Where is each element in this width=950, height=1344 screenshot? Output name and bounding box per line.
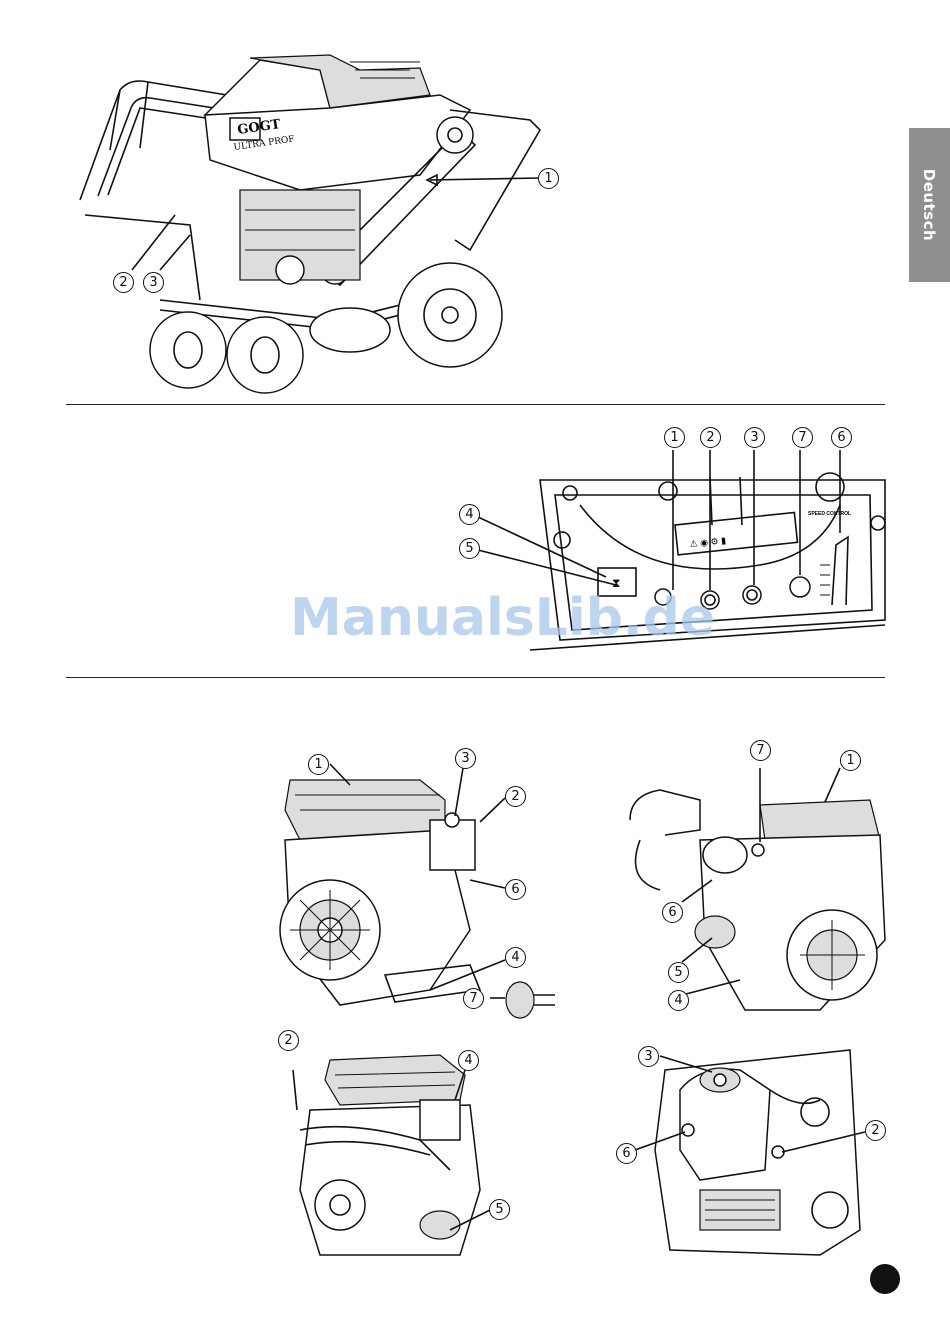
engine-tr-callout-6: 6 — [662, 902, 683, 923]
panel-callout-4: 4 — [459, 504, 480, 525]
machine-callout-1: 1 — [538, 168, 559, 189]
engine-tr-callout-5: 5 — [668, 962, 689, 983]
engine-br-callout-2: 2 — [865, 1120, 886, 1141]
panel-callout-5: 5 — [459, 538, 480, 559]
panel-callout-6: 6 — [831, 427, 852, 448]
engine-tr-callout-4: 4 — [668, 990, 689, 1011]
engine-br-callout-3: 3 — [638, 1046, 659, 1067]
svg-text:⚠ ◉ ⚙ ▮: ⚠ ◉ ⚙ ▮ — [689, 535, 726, 549]
machine-callout-2: 2 — [113, 272, 134, 293]
machine-callout-3: 3 — [143, 272, 164, 293]
panel-callout-1: 1 — [664, 427, 685, 448]
panel-callout-2: 2 — [700, 427, 721, 448]
watermark: ManualsLib.de — [290, 588, 715, 648]
engine-top-right-illustration — [0, 740, 950, 1040]
panel-callout-7: 7 — [792, 427, 813, 448]
machine-illustration: GOGT ULTRA PROF — [0, 0, 950, 400]
engine-tr-callout-7: 7 — [750, 740, 771, 761]
speed-control-label: SPEED CONTROL — [808, 511, 851, 517]
engine-bottom-right-illustration — [0, 1030, 950, 1290]
page-marker-dot — [870, 1264, 900, 1294]
engine-br-callout-6: 6 — [616, 1143, 637, 1164]
section-divider-2 — [66, 677, 885, 678]
panel-callout-3: 3 — [744, 427, 765, 448]
engine-tr-callout-1: 1 — [840, 750, 861, 771]
